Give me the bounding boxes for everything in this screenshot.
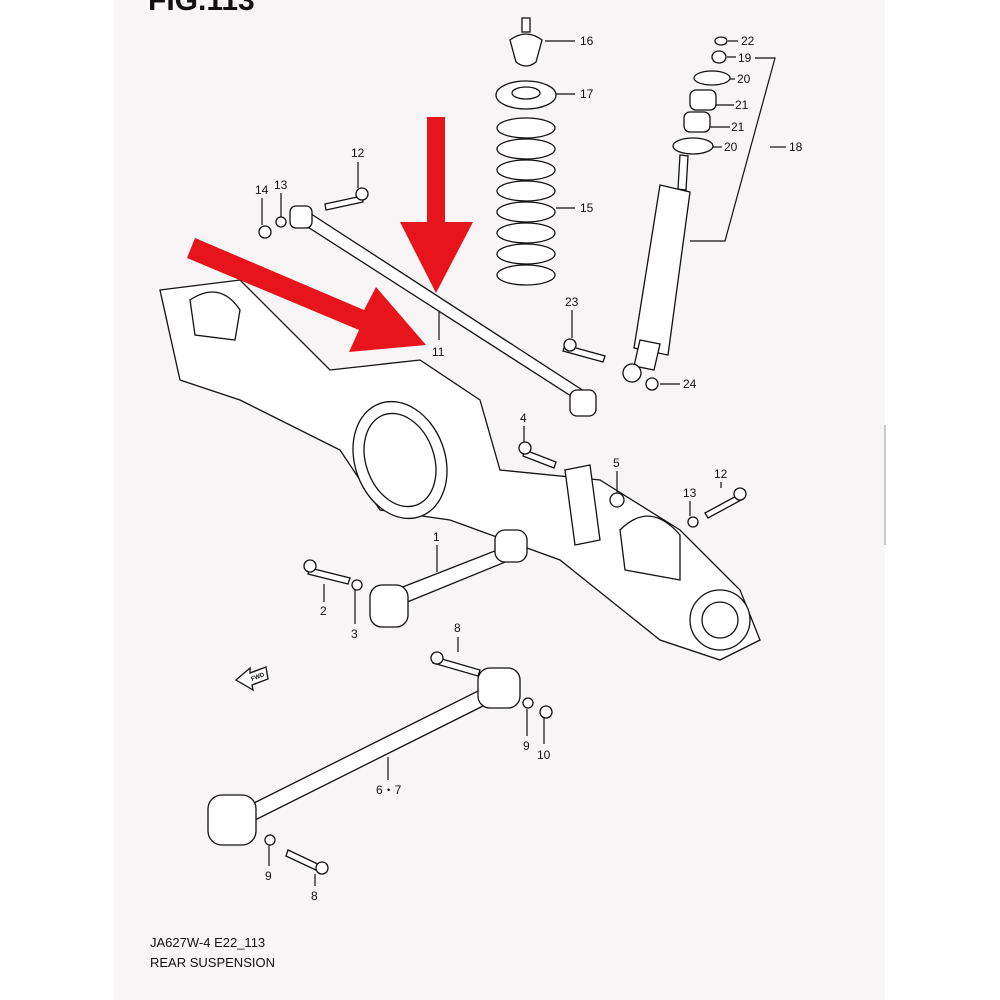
spring-seat-part (495, 80, 557, 110)
red-arrow-diagonal-icon (187, 238, 426, 352)
callout-20: 20 (737, 72, 751, 86)
callout-6-7: 6・7 (376, 783, 402, 797)
callout-18: 18 (789, 140, 803, 154)
spring-coil (496, 180, 556, 202)
diagram-code: JA627W-4 E22_113 (150, 935, 266, 950)
spring-coil (496, 222, 556, 244)
spring-coil (496, 243, 556, 265)
trailing-arm-part (207, 651, 553, 875)
spring-coil (496, 138, 556, 160)
callout-11: 11 (432, 345, 445, 359)
leader-lines (261, 40, 786, 886)
upper-arm-part (303, 441, 747, 628)
callout-21b: 21 (731, 120, 745, 134)
callout-19: 19 (738, 51, 752, 65)
callout-5: 5 (613, 456, 620, 470)
callout-17: 17 (580, 87, 594, 101)
coil-spring-part (496, 117, 556, 286)
spring-coil (496, 117, 556, 139)
callout-21: 21 (735, 98, 749, 112)
callout-13: 13 (274, 178, 288, 192)
spring-coil (496, 201, 556, 223)
callout-8: 8 (454, 621, 461, 635)
callout-8b: 8 (311, 889, 318, 903)
spring-coil (496, 159, 556, 181)
red-arrow-down-icon (400, 117, 473, 293)
callout-1: 1 (433, 530, 440, 544)
callout-23: 23 (565, 295, 579, 309)
fwd-label: FWD (251, 672, 267, 683)
callout-12: 12 (351, 146, 365, 160)
lateral-rod-part (258, 187, 606, 417)
callout-13b: 13 (683, 486, 697, 500)
callout-labels: 16 17 15 22 19 20 21 21 20 18 12 14 13 2… (255, 34, 803, 903)
shock-absorber-part (622, 154, 691, 391)
fwd-arrow-icon: FWD (234, 666, 269, 692)
callout-22: 22 (741, 34, 755, 48)
callout-2: 2 (320, 604, 327, 618)
callout-9b: 9 (265, 869, 272, 883)
diagram-caption: REAR SUSPENSION (150, 955, 275, 970)
bump-stop-part (509, 17, 543, 67)
callout-24: 24 (683, 377, 697, 391)
callout-16: 16 (580, 34, 594, 48)
callout-3: 3 (351, 627, 358, 641)
callout-12b: 12 (714, 467, 728, 481)
callout-20b: 20 (724, 140, 738, 154)
axle-housing-part (159, 279, 761, 661)
callout-10: 10 (537, 748, 551, 762)
spring-coil (496, 264, 556, 286)
callout-4: 4 (520, 411, 527, 425)
figure-title: FIG.113 (148, 0, 255, 17)
callout-14: 14 (255, 183, 269, 197)
callout-9: 9 (523, 739, 530, 753)
shock-mount-parts (672, 36, 776, 242)
callout-15: 15 (580, 201, 594, 215)
